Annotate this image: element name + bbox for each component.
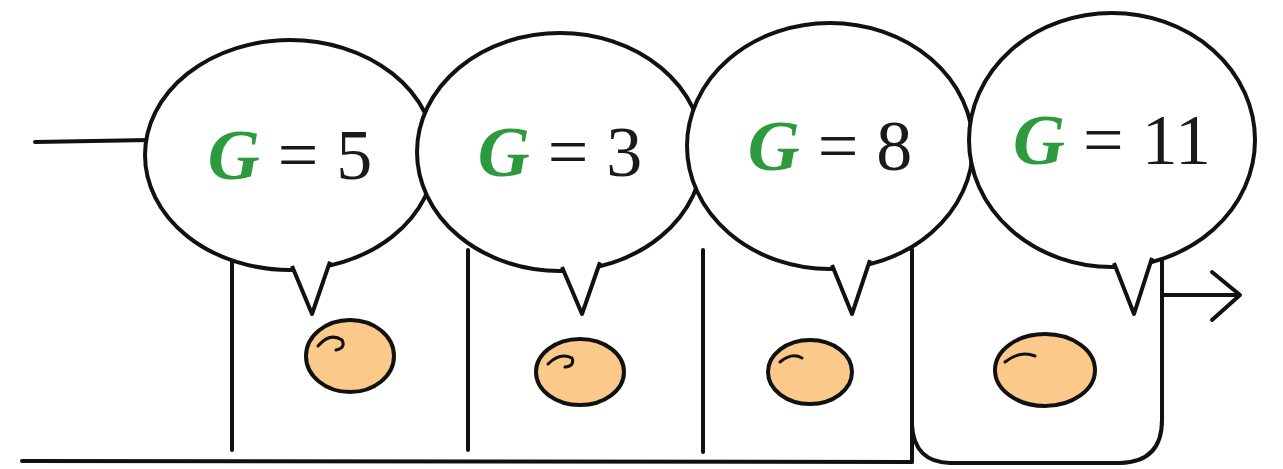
bubble-text: G= 3 [478,116,643,188]
cell-divider [466,250,470,450]
speech-bubble: G= 8 [684,20,976,320]
array-bottom [22,461,912,462]
appended-cell [912,250,1162,463]
dot-mark [318,337,343,350]
variable-name: G [478,116,530,188]
variable-value: = 5 [278,119,373,191]
speech-bubble: G= 3 [414,30,706,320]
dot-mark [1005,354,1035,362]
outgoing-arrow [1162,293,1238,297]
element-dot [995,334,1095,406]
dot-mark [548,356,573,367]
cell-divider [701,250,705,452]
speech-bubble: G= 11 [966,10,1258,320]
arrow-head [1212,272,1240,320]
dot-mark [780,356,802,362]
bubble-text: G= 11 [1013,104,1211,176]
variable-name: G [1013,104,1065,176]
cell-divider [230,250,234,450]
bubble-text: G= 8 [748,110,913,182]
variable-name: G [748,110,800,182]
element-dot [306,320,394,392]
speech-bubble: G= 5 [142,37,438,320]
variable-value: = 8 [818,110,913,182]
element-dot [536,339,624,405]
element-dot [768,340,852,404]
variable-name: G [208,119,260,191]
incoming-line [35,140,150,142]
variable-value: = 11 [1083,104,1211,176]
bubble-text: G= 5 [208,119,373,191]
variable-value: = 3 [548,116,643,188]
